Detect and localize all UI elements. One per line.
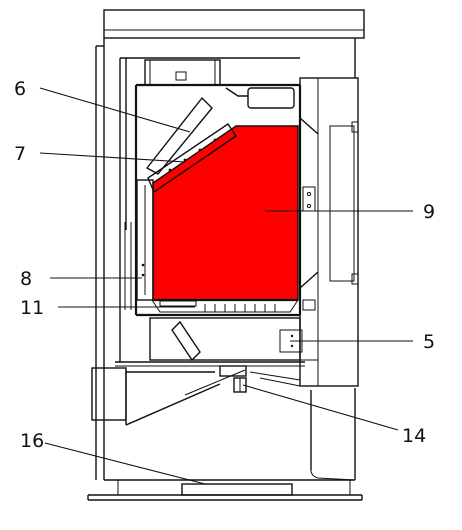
inner-housing [119,57,300,362]
side-brick [124,179,154,310]
flue-collar [144,59,221,86]
door [299,77,359,387]
callout-8: 8 [20,268,32,290]
air-intake [219,365,301,393]
ash-pan [115,317,305,367]
leader-lines [39,87,413,485]
top-plate [103,9,365,39]
callout-labels: 6 7 8 11 9 5 14 16 [14,78,435,452]
callout-6: 6 [14,78,26,100]
outer-casing [95,38,356,481]
leader-6 [39,87,191,133]
leader-14 [242,384,399,431]
callout-7: 7 [14,143,26,165]
grate [151,298,299,313]
callout-5: 5 [423,331,435,353]
leader-7 [39,152,186,163]
base-plate [87,479,363,501]
leader-16 [44,442,206,485]
callout-11: 11 [20,297,44,319]
callout-14: 14 [402,425,426,447]
lower-baffle [147,123,237,194]
callout-16: 16 [20,430,44,452]
upper-baffle [145,96,213,175]
callout-9: 9 [423,201,435,223]
lower-front [91,367,246,426]
combustion-chamber [152,125,299,301]
